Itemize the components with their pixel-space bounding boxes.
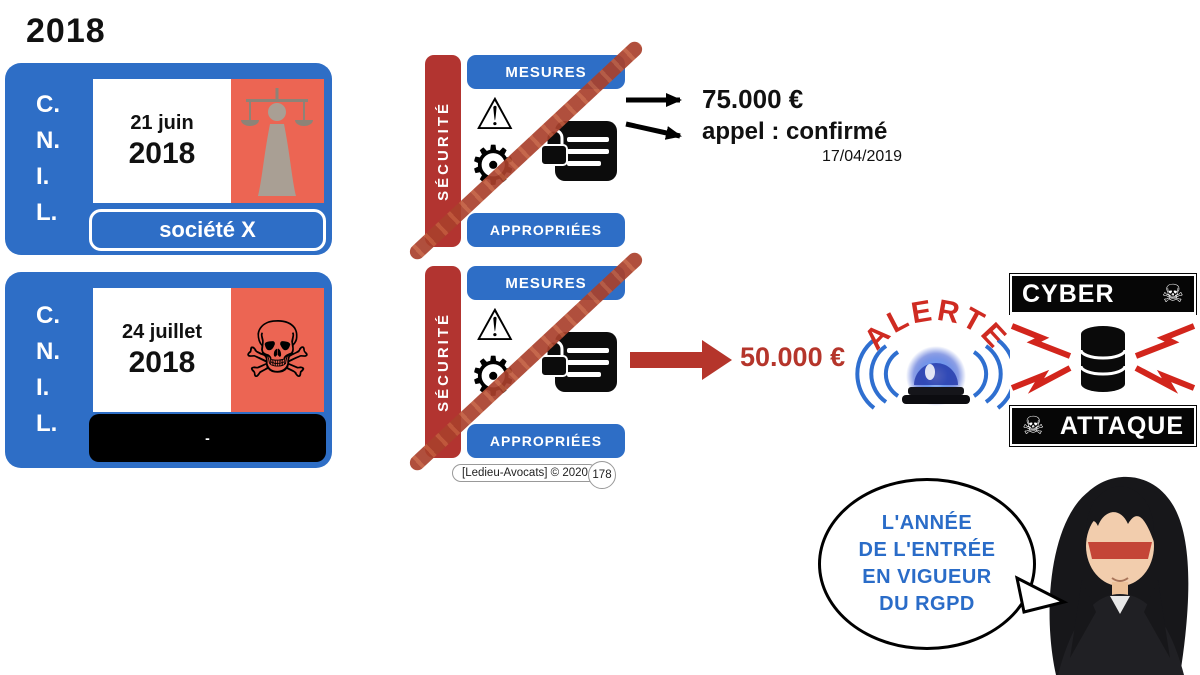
database-lightning-icon: [1010, 323, 1196, 394]
date-day: 21 juin: [130, 111, 194, 134]
fine-amount-50000: 50.000 €: [740, 342, 846, 372]
date-year: 2018: [128, 136, 196, 170]
attaque-label: ATTAQUE: [1059, 411, 1184, 440]
appeal-status: appel : confirmé: [702, 118, 888, 145]
year-title: 2018: [26, 12, 106, 50]
skull-icon: ☠: [1161, 280, 1184, 308]
cyber-attack-panel: CYBER ☠ ☠ ATTAQUE: [1009, 273, 1197, 450]
danger-panel: ☠: [231, 288, 324, 412]
cyber-label: CYBER: [1022, 279, 1115, 308]
cnil-card-july: C. N. I. L. 24 juillet 2018 ☠ -: [5, 272, 332, 468]
attaque-bar: ☠ ATTAQUE: [1009, 405, 1197, 447]
redacted-company-banner: -: [89, 414, 326, 462]
justice-panel: [231, 79, 324, 203]
speech-bubble: L'ANNÉE DE L'ENTRÉE EN VIGUEUR DU RGPD: [818, 478, 1036, 650]
skull-icon: ☠: [1022, 412, 1045, 440]
fine-amount-75000: 75.000 €: [702, 84, 804, 114]
security-side-label: SÉCURITÉ: [434, 101, 452, 201]
skull-crossbones-icon: ☠: [242, 306, 313, 394]
security-measures-block-1: SÉCURITÉ MESURES ⚠ ⚙ APPROPRIÉES: [406, 38, 646, 263]
security-side-label: SÉCURITÉ: [434, 312, 452, 412]
justice-statue-icon: [240, 87, 313, 196]
manga-character: [1049, 476, 1189, 675]
credit-label: [Ledieu-Avocats] © 2020: [452, 464, 598, 482]
date-year: 2018: [128, 345, 196, 379]
date-panel: 21 juin 2018: [93, 79, 231, 203]
security-icons-area: ⚠ ⚙: [467, 90, 625, 209]
cnil-card-june: C. N. I. L. 21 juin 2018 société X: [5, 63, 332, 255]
speech-bubble-tail: [1014, 575, 1069, 614]
fine-arrows: [625, 93, 682, 140]
red-arrow-head-icon: [702, 340, 732, 380]
appeal-date: 17/04/2019: [822, 148, 903, 165]
appropriees-bar: APPROPRIÉES: [467, 424, 625, 458]
warning-icon: ⚠: [475, 90, 515, 139]
alert-siren-icon: ALERTE: [855, 294, 1017, 410]
speech-bubble-text: L'ANNÉE DE L'ENTRÉE EN VIGUEUR DU RGPD: [858, 512, 996, 615]
company-banner: société X: [89, 209, 326, 251]
red-visor: [1088, 542, 1152, 559]
date-panel: 24 juillet 2018: [93, 288, 231, 412]
attack-graphic: [1010, 314, 1196, 406]
red-arrow: [630, 352, 702, 368]
cnil-org-label: C. N. I. L.: [36, 302, 60, 437]
security-measures-block-2: SÉCURITÉ MESURES ⚠ ⚙ APPROPRIÉES: [406, 249, 646, 474]
cyber-bar: CYBER ☠: [1009, 273, 1197, 315]
page-number: 178: [588, 461, 616, 489]
warning-icon: ⚠: [475, 301, 515, 350]
date-day: 24 juillet: [121, 320, 203, 343]
appropriees-bar: APPROPRIÉES: [467, 213, 625, 247]
cnil-org-label: C. N. I. L.: [36, 91, 60, 226]
